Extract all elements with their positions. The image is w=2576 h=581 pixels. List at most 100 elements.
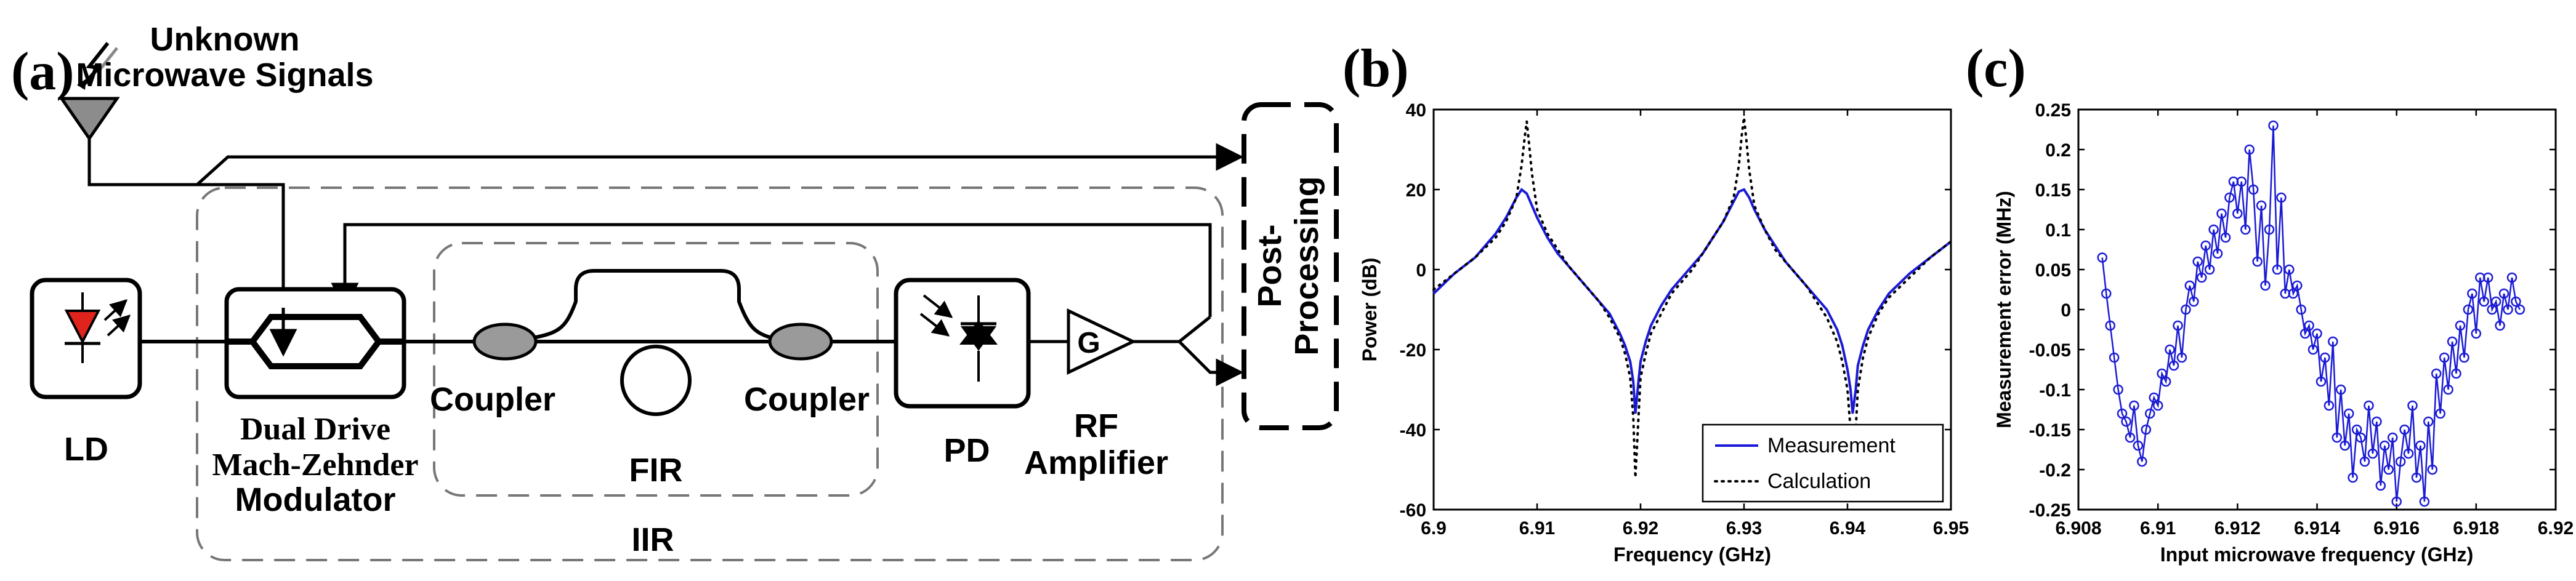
chart-c-data-point	[2511, 296, 2521, 307]
chart-c-data-point	[2129, 400, 2139, 411]
chart-c-data-point	[2340, 440, 2350, 451]
chart-c-data-point	[2307, 344, 2319, 355]
fir-region	[433, 242, 879, 497]
post-processing-label-2: Processing	[1288, 176, 1325, 355]
chart-c-ytick-label: 0.05	[2035, 260, 2071, 281]
chart-c-data-point	[2149, 392, 2159, 403]
unknown-signals-label-2: Microwave Signals	[76, 57, 373, 94]
chart-c-data-point	[2152, 400, 2163, 411]
chart-c-data-point	[2260, 280, 2271, 291]
chart-c-data-point	[2160, 376, 2171, 387]
chart-c-data-point	[2109, 352, 2120, 363]
chart-c-data-point	[2316, 376, 2327, 387]
rf-amplifier-icon	[1067, 308, 1137, 375]
chart-c-data-point	[2328, 336, 2338, 347]
chart-c-data-point	[2232, 208, 2243, 219]
coupler-right-label: Coupler	[744, 381, 870, 418]
modulator-label-3: Modulator	[235, 481, 396, 518]
chart-c-data-point	[2356, 432, 2366, 443]
chart-c-ytick-label: -0.1	[2039, 380, 2071, 401]
chart-b-ytick-label: 40	[1406, 100, 1426, 121]
panel-a-label: (a)	[11, 42, 75, 102]
chart-b-ytick-label: -40	[1400, 420, 1426, 441]
chart-c-data-point	[2113, 384, 2123, 395]
chart-c-xtick-label: 6.912	[2215, 518, 2261, 539]
chart-c-data-point	[2189, 296, 2199, 307]
chart-c-data-point	[2372, 416, 2382, 427]
chart-c-data-point	[2276, 192, 2287, 203]
chart-c-data-point	[2332, 432, 2343, 443]
chart-c-data-point	[2407, 400, 2418, 411]
chart-c-data-point	[2479, 296, 2489, 307]
chart-c-data-point	[2367, 448, 2378, 459]
chart-c-ytick-label: -0.2	[2039, 460, 2071, 481]
chart-c-data-point	[2272, 264, 2283, 275]
chart-c-data-point	[2471, 328, 2482, 339]
chart-c-data-point	[2431, 368, 2442, 379]
amp-output-lines	[1133, 316, 1244, 387]
chart-c-data-point	[2395, 456, 2406, 467]
chart-c-data-point	[2467, 288, 2477, 299]
rf-amplifier-label-2: Amplifier	[1024, 444, 1168, 481]
chart-c-data-point	[2304, 320, 2314, 331]
chart-c-data-point	[2240, 224, 2251, 235]
chart-c-data-point	[2248, 184, 2259, 195]
chart-c-data-point	[2503, 304, 2513, 315]
chart-c-data-point	[2224, 192, 2235, 203]
chart-c-data-point	[2423, 416, 2434, 427]
panel-c-label: (c)	[1966, 39, 2026, 98]
chart-b-frame	[1432, 108, 1952, 511]
chart-c-data-point	[2364, 400, 2374, 411]
chart-c-data-point	[2375, 480, 2386, 491]
chart-b-legend: Measurement Calculation	[1702, 423, 1944, 503]
chart-c-data-point	[2173, 320, 2183, 331]
chart-c-data-point	[2359, 456, 2370, 467]
panel-a-diagram: (a) Unknown Microwave Signals IIR FIR	[11, 21, 1339, 561]
chart-c-data-point	[2264, 224, 2275, 235]
chart-b-ylabel: Power (dB)	[1359, 258, 1381, 362]
laser-diode-icon	[64, 292, 131, 363]
chart-c-data-point	[2216, 208, 2227, 219]
unknown-signals-label-1: Unknown	[150, 21, 300, 58]
chart-c-data-point	[2459, 352, 2469, 363]
chart-c-data-point	[2463, 304, 2474, 315]
modulator-label-1: Dual Drive	[240, 412, 390, 447]
chart-c-data-point	[2419, 496, 2430, 507]
chart-c-data-point	[2200, 240, 2211, 251]
chart-c-ytick-label: -0.15	[2029, 420, 2071, 441]
chart-c-ytick-label: 0.1	[2045, 220, 2071, 241]
chart-c-data-point	[2212, 248, 2223, 259]
fir-optics	[472, 269, 833, 416]
chart-c-data-point	[2133, 440, 2144, 451]
chart-c-data-point	[2141, 424, 2152, 435]
amp-gain-label: G	[1077, 327, 1100, 359]
modulator-label-2: Mach-Zehnder	[212, 447, 418, 483]
chart-c-data-point	[2415, 440, 2426, 451]
chart-c-data-point	[2335, 384, 2346, 395]
lightning-icon	[77, 42, 118, 90]
chart-c-ytick-label: 0.15	[2035, 180, 2071, 201]
chart-c-data-point	[2403, 448, 2414, 459]
chart-c-data-point	[2284, 264, 2295, 275]
chart-c-data-point	[2196, 272, 2207, 283]
chart-c-data-point	[2498, 288, 2509, 299]
chart-c-data-point	[2506, 272, 2517, 283]
chart-c-data-point	[2144, 408, 2155, 419]
chart-c-ytick-label: 0	[2061, 300, 2071, 321]
chart-c-data-point	[2184, 280, 2195, 291]
chart-c-data-point	[2455, 320, 2466, 331]
chart-c-data-point	[2192, 256, 2203, 267]
chart-c-data-point	[2487, 304, 2497, 315]
coupler-left-icon	[472, 323, 538, 361]
chart-c-data-point	[2383, 464, 2394, 475]
chart-c-data-point	[2125, 432, 2136, 443]
chart-c-data-point	[2351, 424, 2362, 435]
post-processing-label-1: Post-	[1251, 225, 1288, 308]
chart-c-ytick-label: -0.05	[2029, 340, 2071, 361]
chart-b-ytick-label: -60	[1400, 500, 1426, 521]
chart-c-data-point	[2244, 144, 2255, 155]
chart-c-data-point	[2157, 368, 2167, 379]
